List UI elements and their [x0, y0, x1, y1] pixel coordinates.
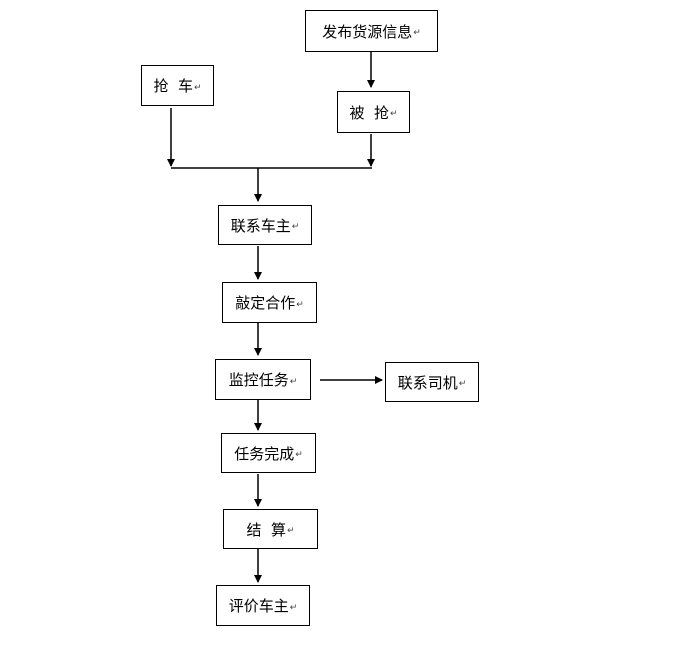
paragraph-mark-icon: ↵ [458, 379, 467, 389]
paragraph-mark-icon: ↵ [413, 28, 421, 38]
node-monitor-task: 监控任务↵ [215, 359, 311, 400]
node-publish: 发布货源信息↵ [305, 10, 438, 52]
node-grab-car: 抢 车↵ [141, 65, 214, 106]
paragraph-mark-icon: ↵ [287, 526, 295, 536]
node-grabbed: 被 抢↵ [337, 91, 410, 133]
paragraph-mark-icon: ↵ [295, 450, 303, 460]
node-contact-driver: 联系司机↵ [385, 362, 479, 402]
node-rate-owner-label: 评价车主 [228, 597, 289, 615]
paragraph-mark-icon: ↵ [289, 376, 298, 387]
node-settlement-label: 结 算 [246, 520, 286, 539]
paragraph-mark-icon: ↵ [291, 222, 300, 232]
node-grab-car-label: 抢 车 [153, 77, 193, 95]
node-agree-cooperation-label: 敲定合作 [235, 294, 296, 312]
node-settlement: 结 算↵ [223, 509, 318, 549]
node-rate-owner: 评价车主↵ [216, 585, 310, 626]
node-publish-label: 发布货源信息 [322, 22, 413, 41]
paragraph-mark-icon: ↵ [390, 109, 398, 119]
node-contact-driver-label: 联系司机 [397, 373, 458, 392]
node-task-complete-label: 任务完成 [234, 444, 295, 463]
node-grabbed-label: 被 抢 [349, 103, 389, 122]
node-monitor-task-label: 监控任务 [228, 371, 289, 389]
node-contact-owner: 联系车主↵ [218, 205, 312, 245]
paragraph-mark-icon: ↵ [296, 299, 304, 310]
node-agree-cooperation: 敲定合作↵ [222, 282, 317, 323]
node-contact-owner-label: 联系车主 [230, 216, 291, 235]
node-task-complete: 任务完成↵ [221, 433, 316, 473]
paragraph-mark-icon: ↵ [194, 82, 202, 93]
paragraph-mark-icon: ↵ [289, 602, 298, 613]
